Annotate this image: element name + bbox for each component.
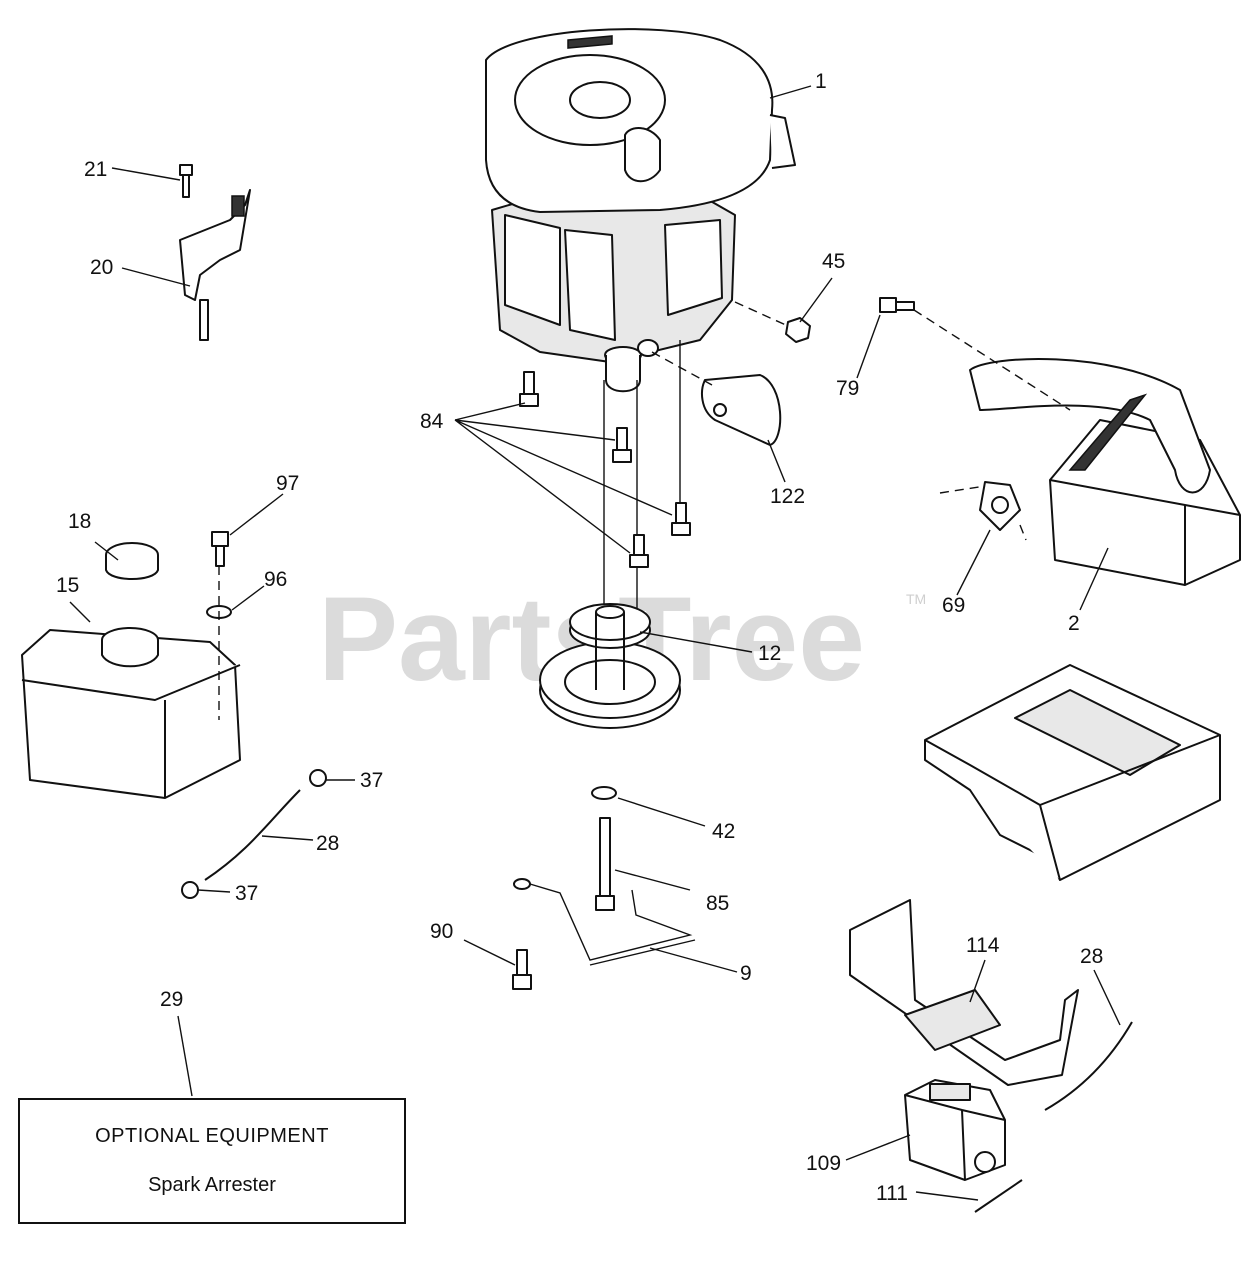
- optional-equipment-item: Spark Arrester: [148, 1174, 276, 1196]
- part-84-bolts: [519, 371, 691, 568]
- callout-37-bottom: 37: [235, 882, 258, 905]
- callout-97: 97: [276, 472, 299, 495]
- callout-29: 29: [160, 988, 183, 1011]
- callout-69: 69: [942, 594, 965, 617]
- callout-85: 85: [706, 892, 729, 915]
- callout-28-right: 28: [1080, 945, 1103, 968]
- callouts: 1 21 20 45 79 84 122 97 18 96 15 69 2 12…: [56, 70, 1103, 1205]
- callout-12: 12: [758, 642, 781, 665]
- watermark-trademark: TM: [906, 591, 926, 607]
- callout-90: 90: [430, 920, 453, 943]
- part-9-bracket: [513, 878, 696, 966]
- callout-1: 1: [815, 70, 827, 93]
- part-18-fuel-cap: [105, 542, 159, 580]
- optional-equipment-box: OPTIONAL EQUIPMENT Spark Arrester: [18, 1098, 406, 1224]
- callout-42: 42: [712, 820, 735, 843]
- callout-114: 114: [966, 934, 1000, 957]
- part-111-line: [974, 1179, 1023, 1213]
- part-21-screw: [179, 164, 193, 198]
- callout-109: 109: [806, 1152, 841, 1175]
- part-37-clamp-bottom: [181, 881, 199, 899]
- engine: [485, 28, 796, 393]
- callout-84: 84: [420, 410, 444, 433]
- callout-79: 79: [836, 377, 859, 400]
- callout-2: 2: [1068, 612, 1080, 635]
- part-79-bolt: [879, 297, 915, 313]
- callout-111: 111: [876, 1182, 908, 1205]
- callout-20: 20: [90, 256, 113, 279]
- engine-mounting-plate: [924, 664, 1221, 881]
- part-12-pulley: [539, 603, 681, 729]
- part-28-line-right: [1044, 1021, 1133, 1111]
- optional-equipment-title: OPTIONAL EQUIPMENT: [95, 1125, 329, 1147]
- callout-37-top: 37: [360, 769, 383, 792]
- callout-122: 122: [770, 485, 805, 508]
- callout-96: 96: [264, 568, 287, 591]
- part-20-throttle-control: [179, 189, 251, 341]
- callout-9: 9: [740, 962, 752, 985]
- callout-15: 15: [56, 574, 79, 597]
- part-90-bolt: [512, 949, 532, 990]
- part-37-clamp-top: [309, 769, 327, 787]
- part-15-fuel-tank: [21, 627, 241, 799]
- part-97-bolt: [211, 531, 229, 567]
- part-2-muffler: [969, 357, 1241, 586]
- callout-45: 45: [822, 250, 845, 273]
- part-122-bracket: [701, 374, 782, 446]
- callout-21: 21: [84, 158, 107, 181]
- part-109-spark-arrester: [904, 1079, 1006, 1181]
- callout-18: 18: [68, 510, 91, 533]
- callout-28-left: 28: [316, 832, 339, 855]
- leader-lines: [69, 85, 1121, 1201]
- part-114-bracket: [849, 899, 1079, 1086]
- part-45-nut: [785, 317, 811, 343]
- part-85-bolt: [595, 817, 615, 911]
- part-28-fuel-line: [204, 789, 301, 881]
- part-69-gasket: [979, 481, 1021, 531]
- part-42-washer: [591, 786, 617, 800]
